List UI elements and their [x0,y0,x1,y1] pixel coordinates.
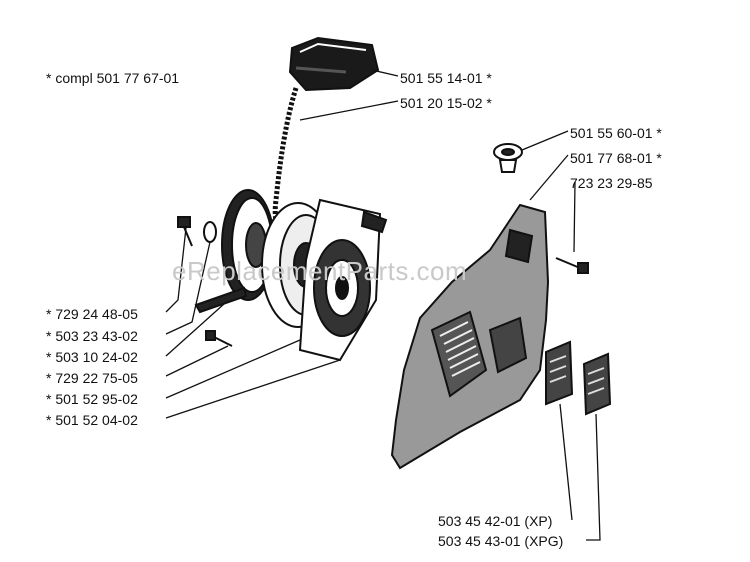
label-part-5: * 501 52 95-02 [46,391,138,407]
starter-pawl-housing [298,198,388,362]
label-part-1: * 729 24 48-05 [46,306,138,322]
label-decal-xp: 503 45 42-01 (XP) [438,513,553,529]
cover-cap [493,143,523,173]
label-handle: 501 55 14-01 * [400,70,492,86]
label-part-3: * 503 10 24-02 [46,349,138,365]
small-parts [177,216,248,347]
watermark-text: eReplacementParts.com [172,256,468,286]
label-rope: 501 20 15-02 * [400,95,492,111]
label-part-4: * 729 22 75-05 [46,370,138,386]
label-cover-assy: 501 77 68-01 * [570,150,662,166]
cover-screw [555,257,589,274]
leader-lines [165,69,601,541]
label-decal-xpg: 503 45 43-01 (XPG) [438,533,564,549]
assembly-note: * compl 501 77 67-01 [46,70,180,86]
label-screw-cover: 723 23 29-85 [570,175,653,191]
label-part-2: * 503 23 43-02 [46,328,138,344]
starter-cover [390,203,550,470]
label-cap: 501 55 60-01 * [570,125,662,141]
starter-handle [288,36,380,92]
decals [545,340,612,416]
label-part-6: * 501 52 04-02 [46,412,138,428]
